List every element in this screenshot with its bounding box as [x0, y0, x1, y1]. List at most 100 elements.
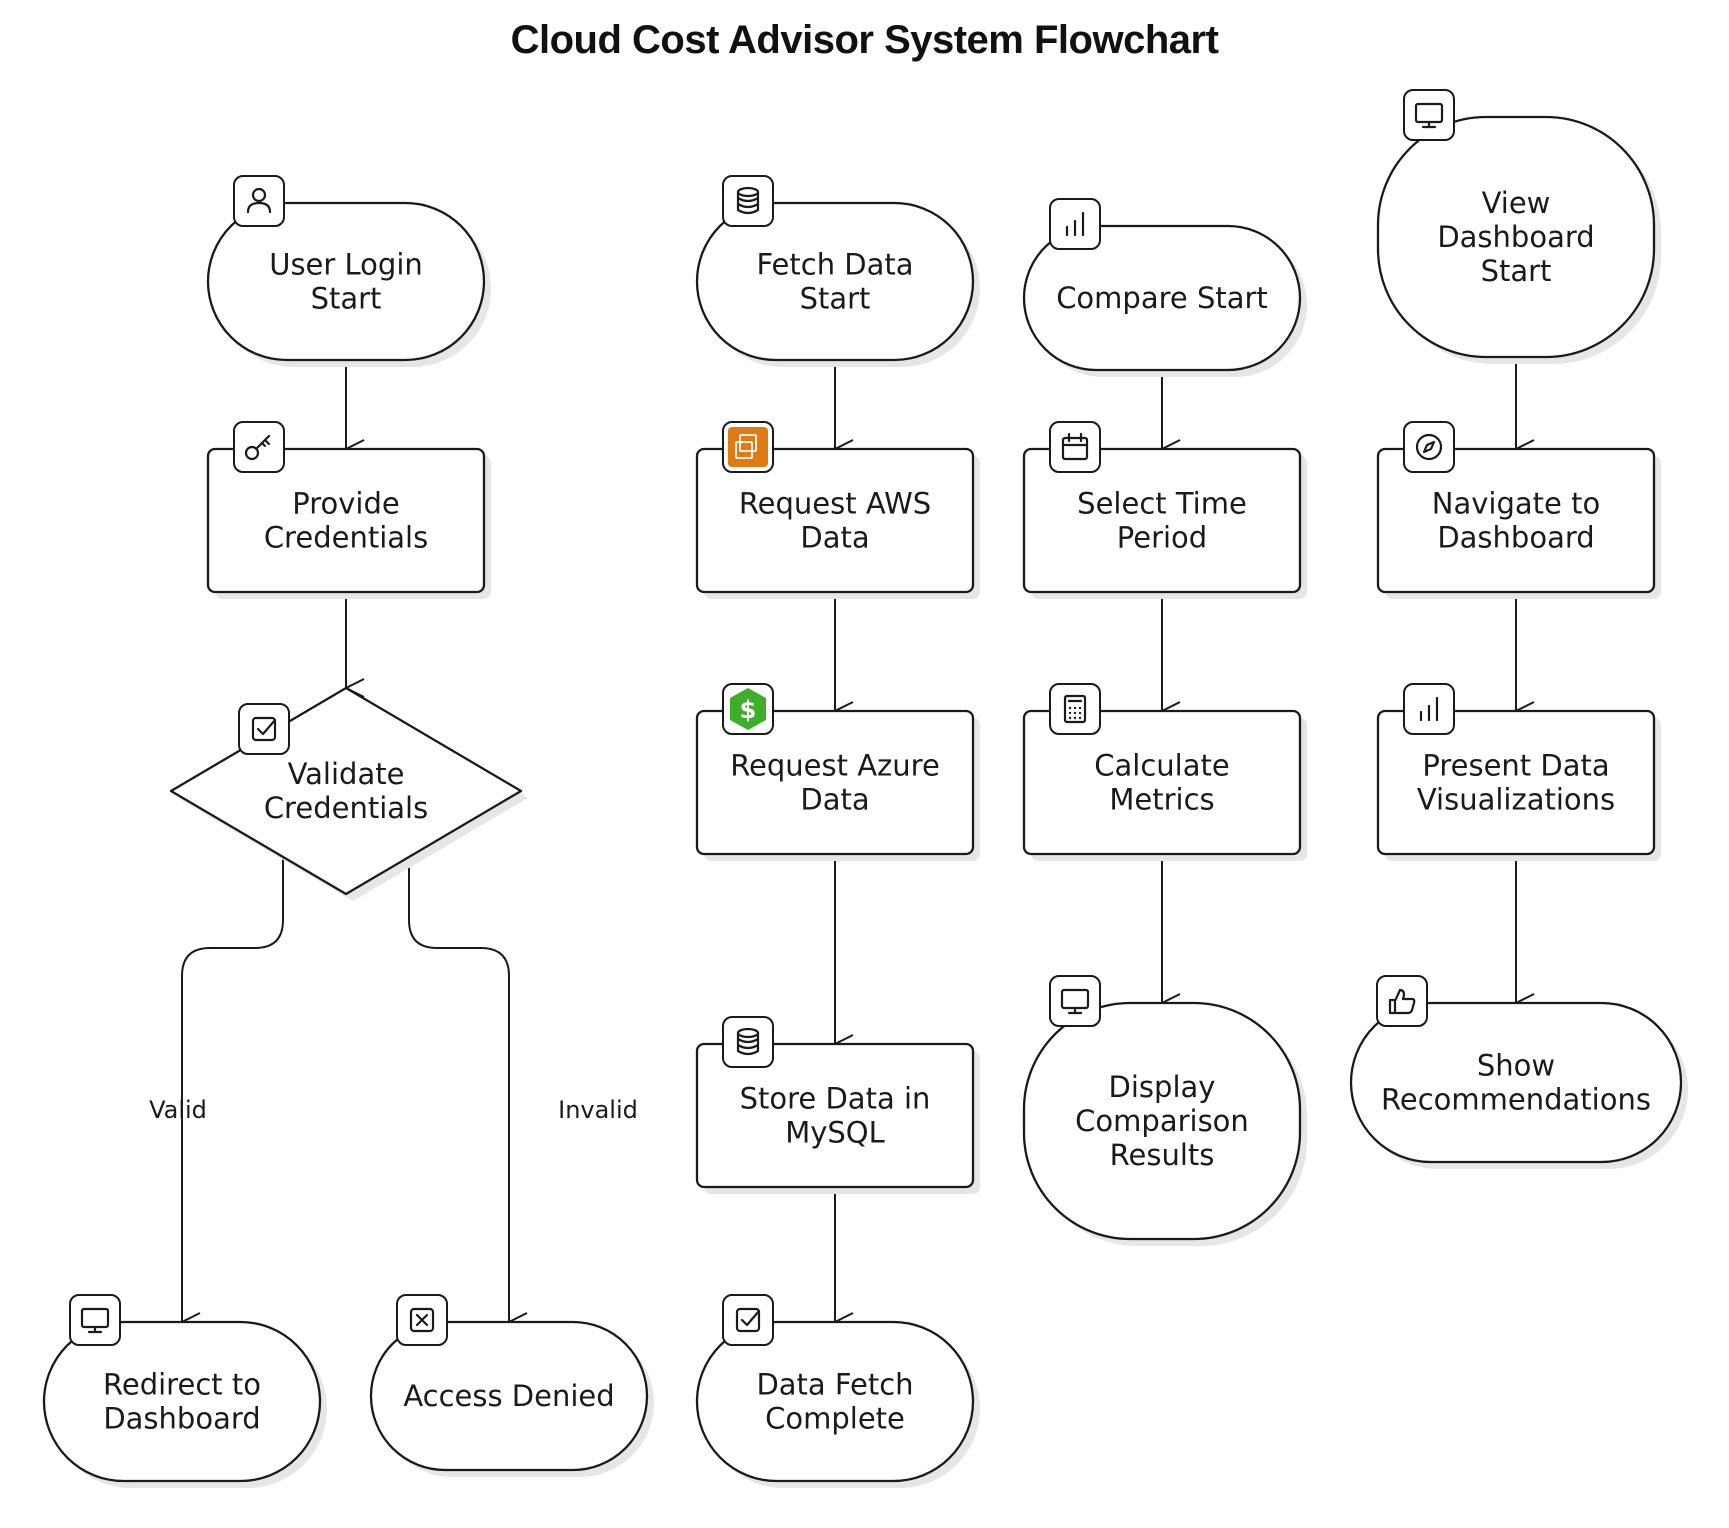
node-label-line: Start [1481, 254, 1552, 288]
node-access-denied: Access Denied [369, 1294, 654, 1477]
node-shape [1376, 447, 1656, 594]
monitor-icon [1403, 89, 1455, 141]
node-label-line: Dashboard [1437, 220, 1594, 254]
node-shape [1376, 115, 1656, 359]
database-icon [722, 1016, 774, 1068]
node-label: Compare Start [1056, 281, 1268, 315]
edge-validate-credentials-to-redirect-dashboard: Valid [149, 856, 284, 1322]
node-label-line: Redirect to [103, 1368, 261, 1402]
node-shape [1022, 224, 1302, 372]
node-label-line: Results [1110, 1138, 1215, 1172]
edge-label: Invalid [558, 1096, 638, 1124]
edge-line [181, 856, 284, 1322]
key-icon [233, 421, 285, 473]
compass-icon [1403, 421, 1455, 473]
node-label-line: Display [1109, 1070, 1216, 1104]
user-icon [233, 175, 285, 227]
node-label-line: Credentials [264, 791, 428, 825]
node-label-line: Show [1477, 1049, 1555, 1083]
node-label-line: View [1482, 186, 1551, 220]
node-label-line: User Login [269, 248, 423, 282]
node-shape [42, 1320, 322, 1483]
node-shape [695, 1320, 975, 1483]
node-label-line: Dashboard [1437, 521, 1594, 555]
node-shape [695, 201, 975, 362]
aws-ec2-icon [722, 421, 774, 473]
node-shape [1376, 709, 1656, 856]
node-label-line: Start [311, 282, 382, 316]
node-label-line: Complete [765, 1402, 905, 1436]
node-label-line: MySQL [785, 1116, 885, 1150]
bar-chart-icon [1403, 683, 1455, 735]
svg-text:$: $ [740, 696, 757, 724]
node-label-line: Data [800, 783, 869, 817]
node-label-line: Access Denied [403, 1379, 614, 1413]
node-shape [695, 1042, 975, 1189]
node-shape [695, 447, 975, 594]
calendar-icon [1049, 421, 1101, 473]
database-icon [722, 175, 774, 227]
node-label: Access Denied [403, 1379, 614, 1413]
node-label-line: Visualizations [1417, 783, 1615, 817]
node-label-line: Fetch Data [756, 248, 913, 282]
node-shape [206, 447, 486, 594]
check-square-icon [722, 1294, 774, 1346]
edge-line [408, 856, 509, 1322]
node-shape [695, 709, 975, 856]
node-label-line: Validate [288, 757, 405, 791]
node-compare-start: Compare Start [1022, 198, 1307, 377]
monitor-icon [1049, 975, 1101, 1027]
check-square-icon [238, 703, 290, 755]
node-shape [369, 1320, 649, 1472]
bar-chart-icon [1049, 198, 1101, 250]
node-label-line: Credentials [264, 521, 428, 555]
node-label-line: Compare Start [1056, 281, 1268, 315]
thumbs-up-icon [1376, 975, 1428, 1027]
node-label-line: Metrics [1109, 783, 1214, 817]
node-label-line: Store Data in [740, 1082, 931, 1116]
node-shape [1022, 1001, 1302, 1241]
node-label-line: Comparison [1075, 1104, 1249, 1138]
node-label-line: Request AWS [739, 487, 931, 521]
node-label-line: Recommendations [1381, 1083, 1651, 1117]
node-label-line: Start [800, 282, 871, 316]
node-label-line: Calculate [1094, 749, 1229, 783]
node-shape [206, 201, 486, 362]
node-label-line: Navigate to [1432, 487, 1600, 521]
node-label-line: Data Fetch [756, 1368, 913, 1402]
node-shape [1022, 447, 1302, 594]
node-shape [1349, 1001, 1683, 1164]
dollar-hexagon-icon: $ [722, 683, 774, 735]
x-square-icon [396, 1294, 448, 1346]
node-label-line: Dashboard [103, 1402, 260, 1436]
node-label-line: Period [1117, 521, 1207, 555]
node-label-line: Data [800, 521, 869, 555]
calculator-icon [1049, 683, 1101, 735]
